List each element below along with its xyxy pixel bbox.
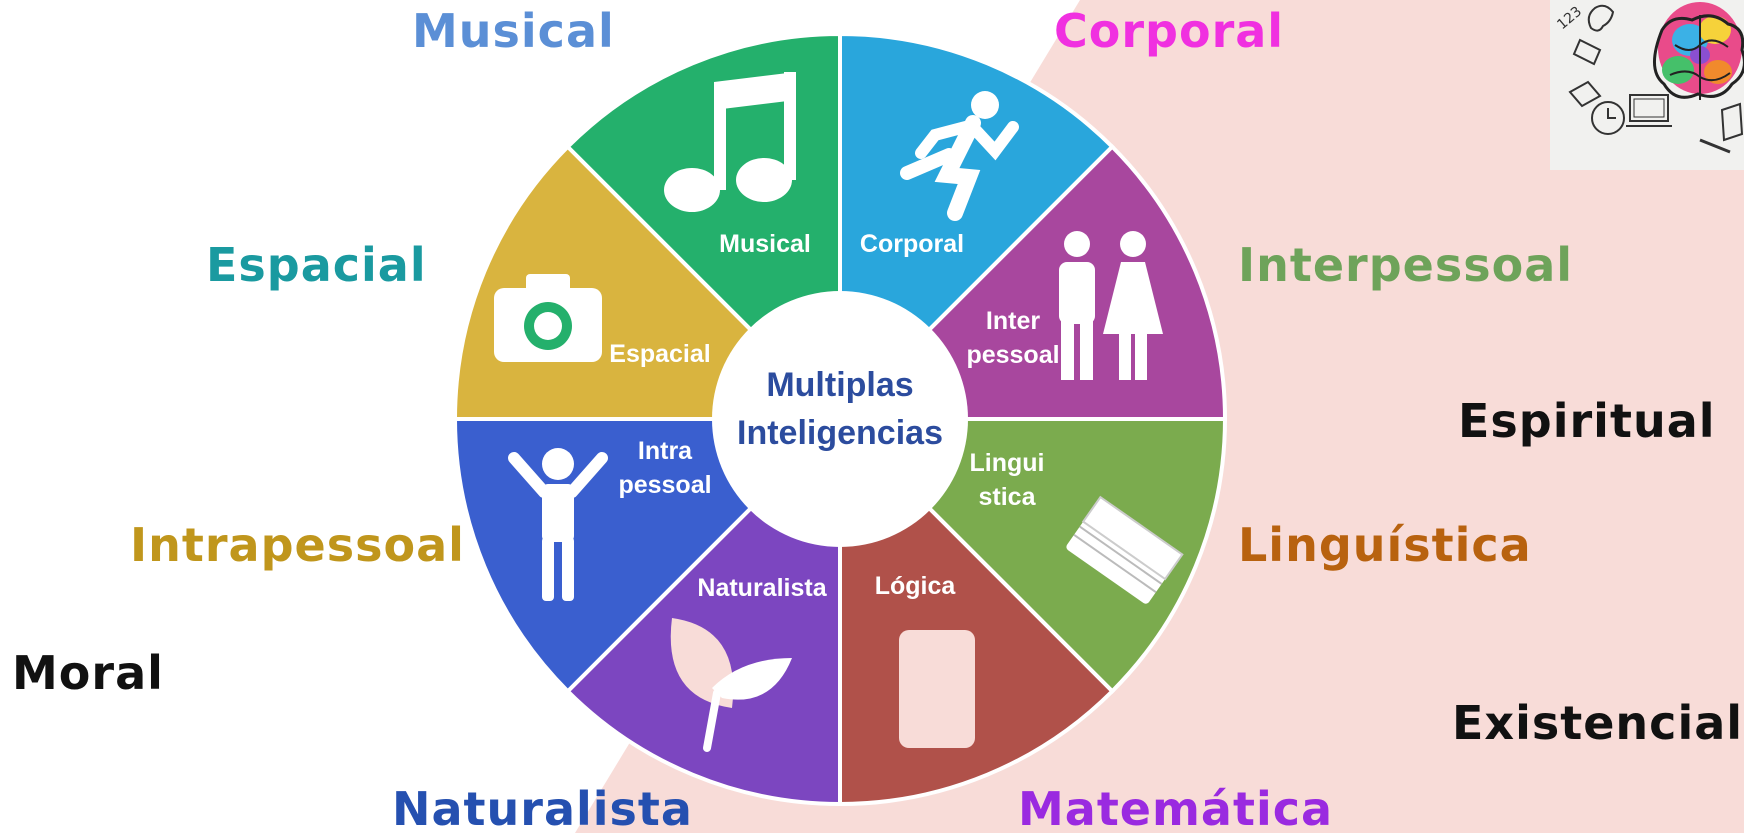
label-existencial: Existencial — [1452, 696, 1744, 750]
book-icon — [1066, 495, 1184, 604]
label-matematica: Matemática — [1018, 782, 1334, 836]
music-note-icon — [664, 72, 796, 212]
label-corporal: Corporal — [1054, 4, 1285, 58]
tablet-icon — [899, 630, 975, 748]
label-musical: Musical — [412, 4, 615, 58]
wheel-label-logica: Lógica — [875, 572, 957, 600]
label-naturalista: Naturalista — [392, 782, 693, 836]
wheel-label-linguistica-line-1: Lingui — [970, 449, 1045, 477]
leaf-icon — [670, 618, 792, 752]
wheel-label-intrapessoal-line-2: pessoal — [618, 471, 711, 499]
person-arms-up-icon — [508, 448, 608, 601]
wheel-center-title-line-2: Inteligencias — [737, 414, 943, 452]
wheel-outline — [454, 33, 1226, 805]
brain-doodle-thumbnail: 123 — [1550, 0, 1744, 170]
man-woman-icon — [1059, 231, 1163, 380]
label-moral: Moral — [12, 646, 164, 700]
wheel-label-intrapessoal-line-1: Intra — [638, 437, 693, 465]
running-person-icon — [900, 91, 1019, 221]
wheel-label-interpessoal-line-1: Inter — [986, 307, 1040, 335]
wheel-label-musical: Musical — [719, 230, 811, 258]
wheel-label-corporal: Corporal — [860, 230, 964, 258]
wheel-center-circle — [712, 291, 968, 547]
label-espacial: Espacial — [206, 238, 427, 292]
wheel-label-interpessoal-line-2: pessoal — [966, 341, 1059, 369]
brain-doodle-icon: 123 — [1554, 2, 1744, 154]
label-linguistica: Linguística — [1238, 518, 1532, 572]
wheel-label-espacial: Espacial — [609, 340, 710, 368]
label-espiritual: Espiritual — [1458, 394, 1716, 448]
label-intrapessoal: Intrapessoal — [130, 518, 465, 572]
camera-icon — [494, 274, 602, 362]
wheel-center-title-line-1: Multiplas — [766, 366, 913, 404]
label-interpessoal: Interpessoal — [1238, 238, 1574, 292]
wheel-label-linguistica-line-2: stica — [979, 483, 1037, 511]
wheel-label-naturalista: Naturalista — [697, 574, 827, 602]
